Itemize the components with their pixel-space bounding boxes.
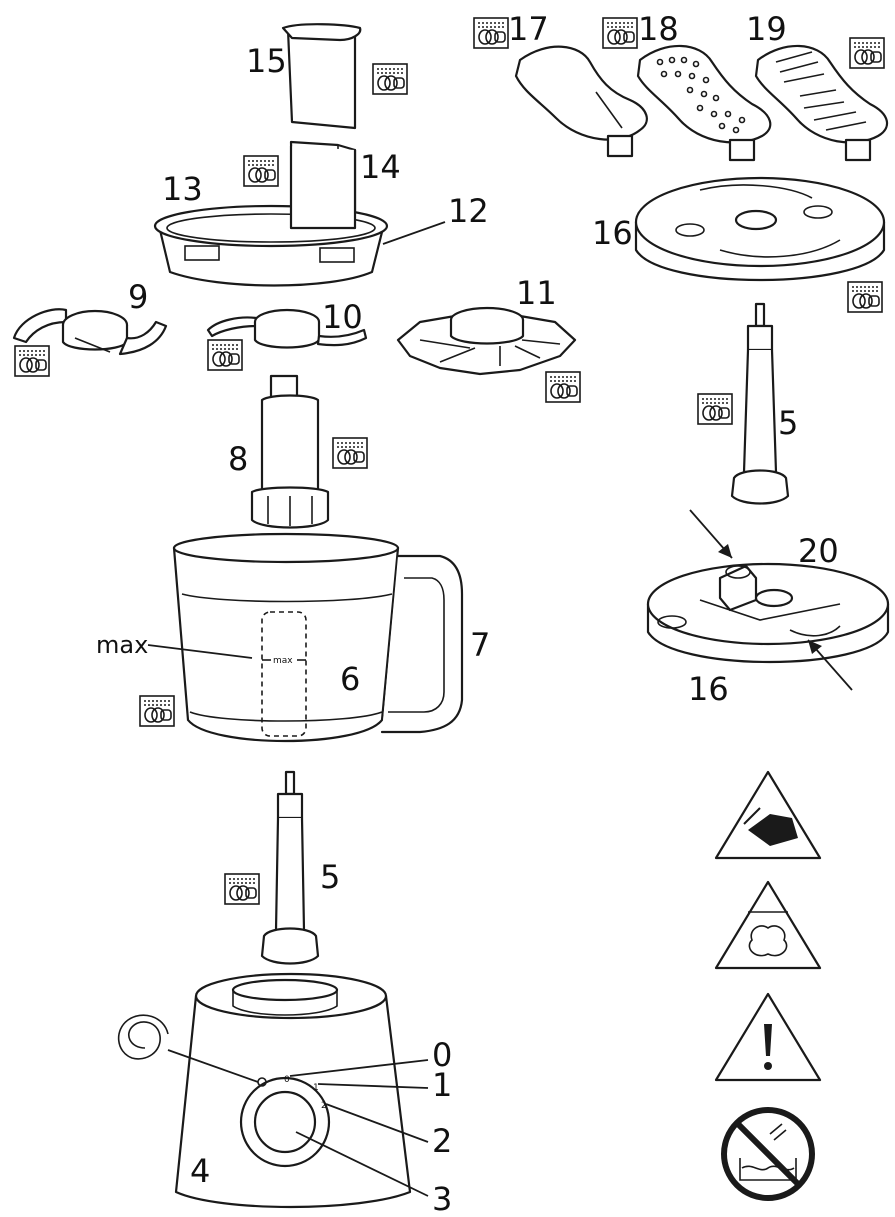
dial-mark-0: 0 (284, 1075, 290, 1085)
dishwasher-safe-icon (847, 281, 883, 313)
part-4-motor-base: 0 1 2 (174, 972, 412, 1209)
label-0: 0 (432, 1036, 452, 1074)
dial-mark-2: 2 (321, 1101, 327, 1111)
dishwasher-safe-icon (243, 155, 279, 187)
label-2: 2 (432, 1122, 452, 1160)
label-13: 13 (162, 170, 203, 208)
leader-12 (382, 221, 446, 245)
part-17-slicing-insert (514, 45, 648, 158)
part-20-disc-holder-underside (646, 562, 890, 663)
part-5-drive-shaft-upper (730, 302, 790, 505)
part-9-chopping-blade (12, 308, 168, 356)
cord-storage-icon (117, 1014, 169, 1060)
leader-1 (317, 1083, 429, 1089)
do-not-immerse-icon (721, 1107, 815, 1201)
bowl-max-marking: max (273, 656, 293, 666)
label-7: 7 (470, 626, 490, 664)
label-6: 6 (340, 660, 360, 698)
dishwasher-safe-icon (473, 17, 509, 49)
part-6-bowl: max (172, 532, 400, 743)
arrowhead-16-b (808, 640, 822, 654)
leader-2 (325, 1103, 429, 1143)
part-10-dough-blade (206, 308, 368, 349)
dishwasher-safe-icon (207, 339, 243, 371)
label-15: 15 (246, 42, 287, 80)
label-11: 11 (516, 274, 557, 312)
part-18-coarse-grater-insert (636, 44, 772, 162)
part-15-small-pusher (281, 23, 362, 130)
part-13-lid (153, 144, 389, 287)
label-4: 4 (190, 1152, 210, 1190)
part-11-emulsifying-disc (396, 306, 577, 376)
label-19: 19 (746, 10, 787, 48)
label-17: 17 (508, 10, 549, 48)
dishwasher-safe-icon (372, 63, 408, 95)
leader-cord (167, 1049, 259, 1083)
dishwasher-safe-icon (332, 437, 368, 469)
label-5-upper: 5 (778, 404, 798, 442)
dishwasher-safe-icon (224, 873, 260, 905)
label-9: 9 (128, 278, 148, 316)
label-20: 20 (798, 532, 839, 570)
part-19-fine-grater-insert (754, 44, 888, 162)
label-1: 1 (432, 1066, 452, 1104)
label-18: 18 (638, 10, 679, 48)
dishwasher-safe-icon (849, 37, 885, 69)
label-3: 3 (432, 1180, 452, 1217)
dishwasher-safe-icon (14, 345, 50, 377)
label-16-bottom: 16 (688, 670, 729, 708)
dishwasher-safe-icon (545, 371, 581, 403)
part-8-drive-coupling (250, 374, 330, 529)
dial-mark-1: 1 (313, 1083, 319, 1093)
label-8: 8 (228, 440, 248, 478)
part-5-drive-shaft-lower (260, 770, 320, 965)
part-7-handle (380, 554, 464, 734)
dishwasher-safe-icon (602, 17, 638, 49)
part-16-disc-holder-top (634, 176, 886, 282)
hot-steam-warning-icon (714, 880, 822, 970)
leader-0 (289, 1059, 429, 1077)
label-10: 10 (322, 298, 363, 336)
label-12: 12 (448, 192, 489, 230)
max-level-label: max (96, 631, 148, 659)
label-5-lower: 5 (320, 858, 340, 896)
max-leader (147, 644, 253, 659)
cut-hazard-warning-icon (714, 770, 822, 860)
label-16-top: 16 (592, 214, 633, 252)
label-14: 14 (360, 148, 401, 186)
arrowhead-20-a (718, 544, 732, 558)
leader-3 (295, 1131, 429, 1197)
dishwasher-safe-icon (139, 695, 175, 727)
general-caution-icon (714, 992, 822, 1082)
dishwasher-safe-icon (697, 393, 733, 425)
